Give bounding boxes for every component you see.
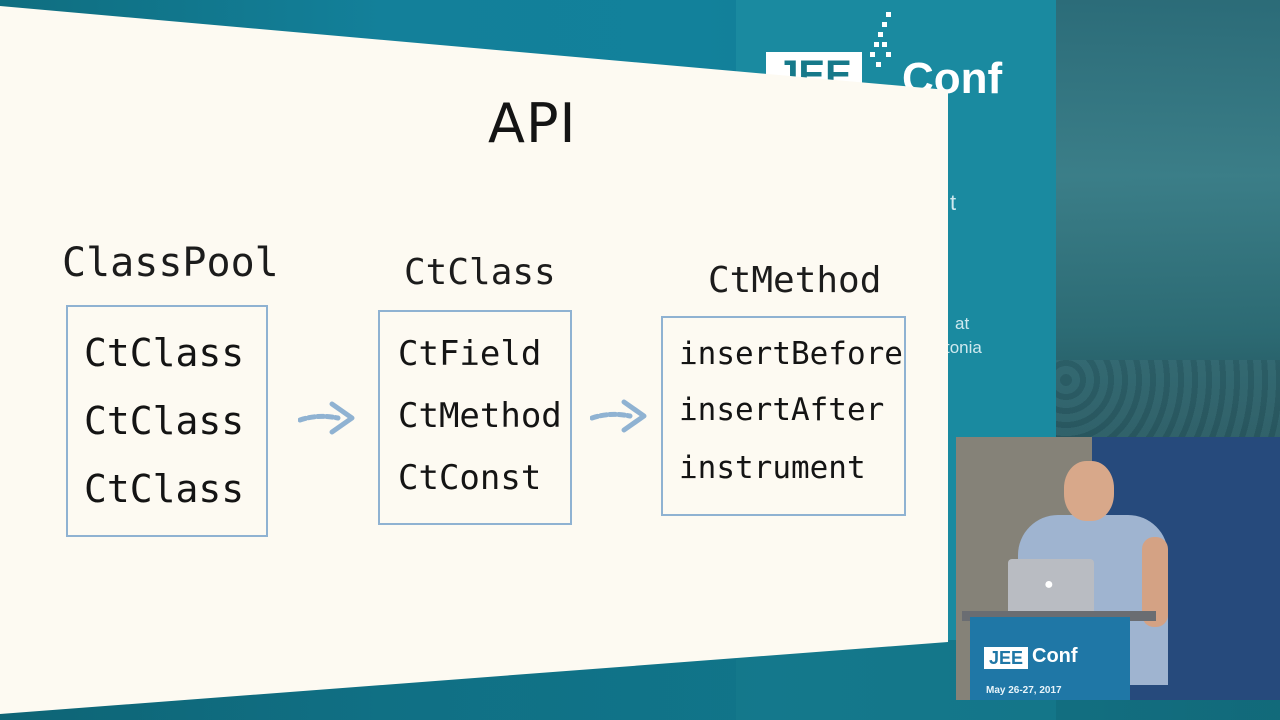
- list-item: insertAfter: [679, 392, 885, 428]
- classpool-box: CtClass CtClass CtClass: [66, 305, 268, 537]
- ctmethod-box: insertBefore insertAfter instrument: [661, 316, 906, 516]
- arrow-right-icon: [298, 401, 355, 435]
- column-title-ctclass: CtClass: [404, 252, 556, 293]
- side-text: at: [955, 314, 970, 333]
- podium-logo-jee: JEE: [984, 647, 1028, 669]
- list-item: CtClass: [84, 467, 245, 511]
- ctclass-box: CtField CtMethod CtConst: [378, 310, 572, 525]
- logo-spark-icon: [870, 12, 891, 67]
- column-title-ctmethod: CtMethod: [708, 260, 882, 301]
- speaker-video-inset: ● JEE Conf May 26-27, 2017: [956, 437, 1280, 700]
- podium-logo-conf: Conf: [1032, 645, 1078, 667]
- slide-title: API: [488, 92, 577, 155]
- column-title-classpool: ClassPool: [62, 240, 279, 286]
- apple-logo-icon: ●: [1044, 576, 1054, 593]
- background-crowd: [1056, 360, 1280, 440]
- list-item: CtConst: [398, 458, 542, 498]
- side-text: tonia: [945, 338, 982, 357]
- podium-top: [962, 611, 1156, 621]
- speaker-head: [1064, 461, 1114, 521]
- list-item: insertBefore: [679, 336, 903, 372]
- list-item: CtMethod: [398, 396, 562, 436]
- podium-date: May 26-27, 2017: [986, 685, 1062, 696]
- laptop: [1008, 559, 1094, 617]
- list-item: CtClass: [84, 331, 245, 375]
- list-item: CtClass: [84, 399, 245, 443]
- list-item: CtField: [398, 334, 542, 374]
- side-text: t: [950, 190, 957, 215]
- arrow-right-icon: [590, 399, 647, 433]
- projected-slide: API ClassPool CtClass CtMethod CtClass C…: [0, 6, 948, 714]
- list-item: instrument: [679, 450, 866, 486]
